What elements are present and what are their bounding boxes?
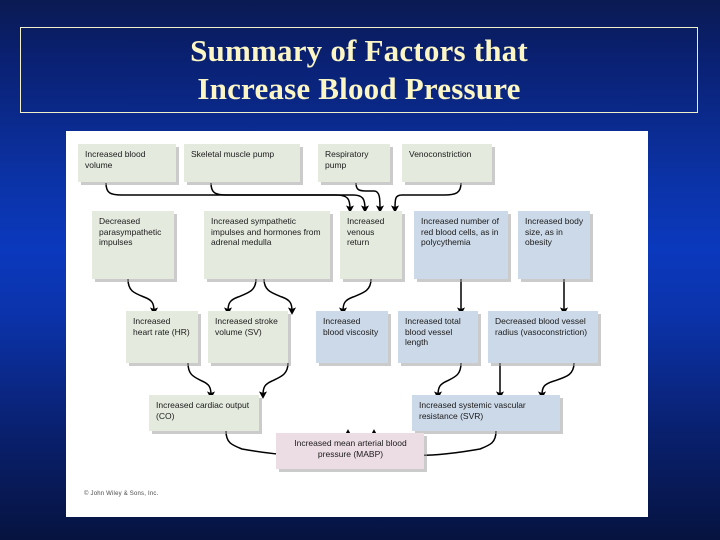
node-label: Increased total blood vessel length: [405, 316, 461, 347]
node-decreased-vessel-radius[interactable]: Decreased blood vessel radius (vasoconst…: [488, 311, 598, 363]
node-venoconstriction[interactable]: Venoconstriction: [402, 144, 492, 182]
node-label: Increased sympathetic impulses and hormo…: [211, 216, 321, 247]
node-decreased-parasympathetic-impulses[interactable]: Decreased parasympathetic impulses: [92, 211, 174, 279]
node-label: Increased systemic vascular resistance (…: [419, 400, 526, 421]
node-label: Increased cardiac output (CO): [156, 400, 250, 421]
node-increased-body-size[interactable]: Increased body size, as in obesity: [518, 211, 590, 279]
node-increased-systemic-vascular-resistance[interactable]: Increased systemic vascular resistance (…: [412, 395, 560, 431]
node-increased-stroke-volume[interactable]: Increased stroke volume (SV): [208, 311, 288, 363]
node-label: Increased blood viscosity: [323, 316, 379, 337]
node-increased-blood-viscosity[interactable]: Increased blood viscosity: [316, 311, 388, 363]
slide-title-line-1: Summary of Factors that: [190, 33, 528, 68]
node-label: Increased body size, as in obesity: [525, 216, 584, 247]
figure-credit: © John Wiley & Sons, Inc.: [84, 491, 159, 497]
node-skeletal-muscle-pump[interactable]: Skeletal muscle pump: [184, 144, 300, 182]
node-label: Decreased blood vessel radius (vasoconst…: [495, 316, 588, 337]
node-respiratory-pump[interactable]: Respiratory pump: [318, 144, 390, 182]
node-label: Increased stroke volume (SV): [215, 316, 278, 337]
node-increased-sympathetic-impulses[interactable]: Increased sympathetic impulses and hormo…: [204, 211, 330, 279]
node-label: Decreased parasympathetic impulses: [99, 216, 162, 247]
node-increased-venous-return[interactable]: Increased venous return: [340, 211, 402, 279]
flowchart: Increased blood volume Skeletal muscle p…: [66, 131, 648, 517]
node-label: Increased mean arterial blood pressure (…: [294, 438, 407, 459]
node-label: Increased venous return: [347, 216, 385, 247]
node-label: Increased number of red blood cells, as …: [421, 216, 499, 247]
slide-title-box: Summary of Factors that Increase Blood P…: [20, 27, 698, 113]
node-label: Venoconstriction: [409, 149, 472, 159]
figure-panel: Increased blood volume Skeletal muscle p…: [66, 131, 648, 517]
node-increased-vessel-length[interactable]: Increased total blood vessel length: [398, 311, 478, 363]
node-label: Skeletal muscle pump: [191, 149, 275, 159]
node-label: Increased blood volume: [85, 149, 146, 170]
node-increased-mean-arterial-blood-pressure[interactable]: Increased mean arterial blood pressure (…: [276, 433, 424, 469]
node-increased-heart-rate[interactable]: Increased heart rate (HR): [126, 311, 198, 363]
node-increased-red-blood-cells[interactable]: Increased number of red blood cells, as …: [414, 211, 508, 279]
slide-title-line-2: Increase Blood Pressure: [197, 71, 521, 106]
node-increased-blood-volume[interactable]: Increased blood volume: [78, 144, 176, 182]
node-label: Increased heart rate (HR): [133, 316, 190, 337]
node-label: Respiratory pump: [325, 149, 369, 170]
node-increased-cardiac-output[interactable]: Increased cardiac output (CO): [149, 395, 259, 431]
